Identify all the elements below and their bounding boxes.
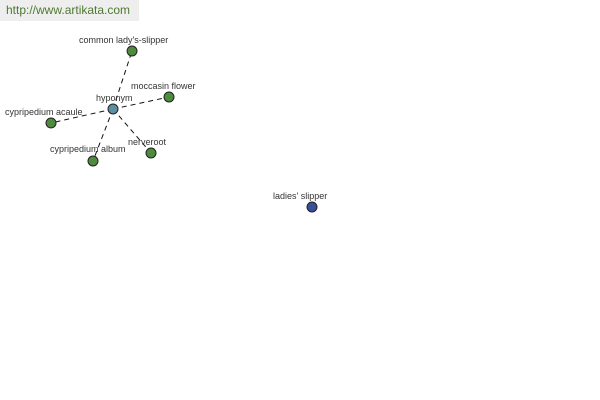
node-marker[interactable] [145,147,157,159]
node-moccasin-flower[interactable]: moccasin flower [131,81,196,103]
edge-hyponym-moccasin-flower [112,96,170,110]
node-marker[interactable] [163,91,175,103]
node-marker[interactable] [107,103,119,115]
node-marker[interactable] [87,155,99,167]
edges-layer [50,50,170,162]
node-cypripedium-album[interactable]: cypripedium album [50,144,126,167]
node-cypripedium-acaule[interactable]: cypripedium acaule [5,107,83,129]
node-label: nerveroot [128,137,167,147]
node-label: cypripedium acaule [5,107,83,117]
node-common-ladys-slipper[interactable]: common lady's-slipper [79,35,168,57]
node-hyponym[interactable]: hyponym [96,93,133,115]
node-marker[interactable] [45,117,57,129]
node-label: hyponym [96,93,133,103]
node-ladies-slipper[interactable]: ladies' slipper [273,191,327,213]
node-marker[interactable] [126,45,138,57]
node-nerveroot[interactable]: nerveroot [128,137,167,159]
nodes-layer: hyponym common lady's-slipper moccasin f… [5,35,327,213]
site-url-banner[interactable]: http://www.artikata.com [0,0,139,21]
node-marker[interactable] [306,201,318,213]
edge-hyponym-cypripedium-acaule [50,108,114,124]
node-label: ladies' slipper [273,191,327,201]
edge-hyponym-cypripedium-album [92,108,114,162]
node-label: moccasin flower [131,81,196,91]
edge-hyponym-nerveroot [112,108,152,154]
node-label: common lady's-slipper [79,35,168,45]
node-label: cypripedium album [50,144,126,154]
edge-hyponym-common-ladys-slipper [112,50,133,110]
